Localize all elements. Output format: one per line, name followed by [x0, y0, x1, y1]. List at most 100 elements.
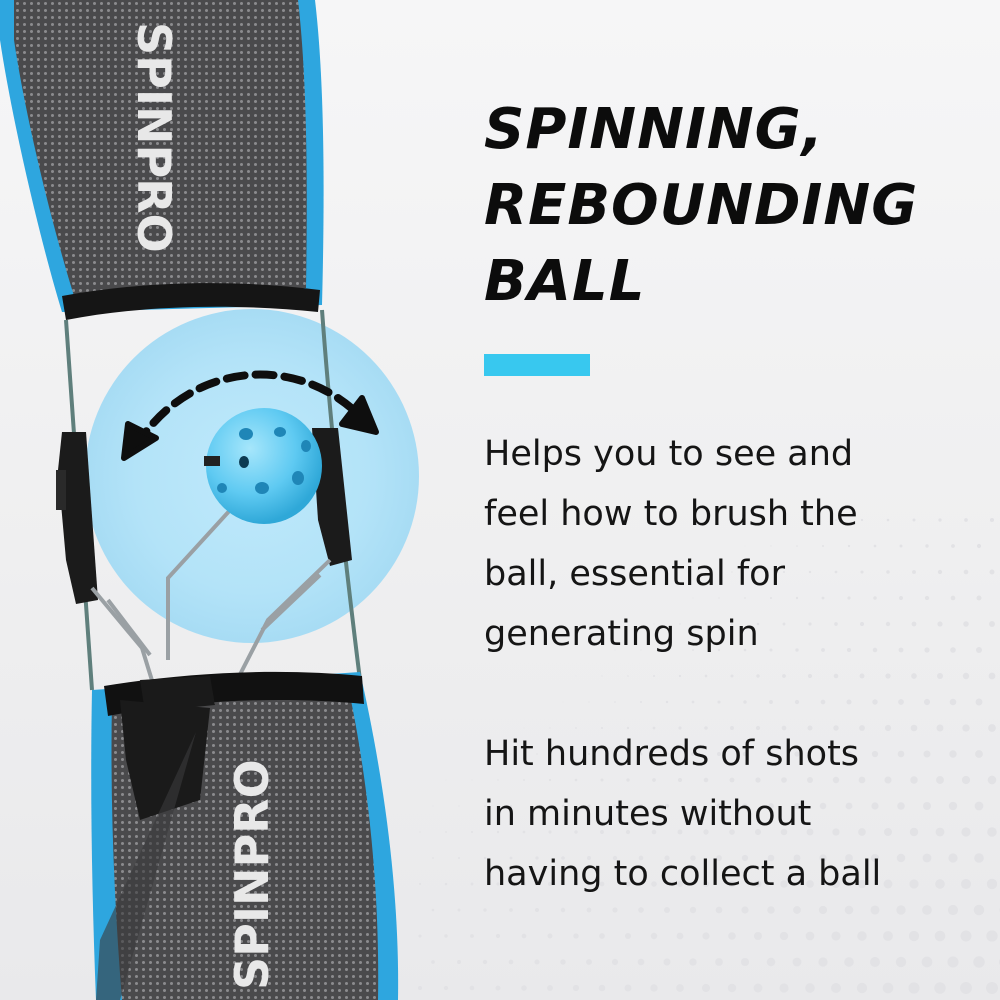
halftone-dot: [805, 983, 815, 993]
halftone-dot: [718, 597, 720, 599]
halftone-dot: [845, 802, 853, 810]
brand-logo-bottom: SPINPRO: [225, 759, 279, 990]
halftone-dot: [587, 804, 591, 808]
halftone-dot: [938, 518, 942, 522]
halftone-dot: [521, 985, 527, 991]
halftone-dot: [922, 853, 932, 863]
halftone-dot: [652, 778, 656, 782]
halftone-dot: [664, 855, 670, 861]
halftone-dot: [741, 854, 749, 862]
headline-line: SPINNING,: [484, 97, 824, 162]
halftone-dot: [650, 984, 658, 992]
halftone-dot: [793, 906, 801, 914]
halftone-dot: [925, 544, 929, 548]
halftone-dot: [715, 906, 723, 914]
halftone-dot: [703, 829, 709, 835]
halftone-dot: [637, 958, 645, 966]
halftone-dot: [418, 934, 422, 938]
halftone-dot: [573, 881, 579, 887]
halftone-dot: [638, 855, 644, 861]
halftone-dot: [949, 698, 957, 706]
description-line: feel how to brush the: [484, 494, 858, 534]
halftone-dot: [600, 778, 604, 782]
halftone-dot: [754, 932, 762, 940]
halftone-dot: [975, 698, 983, 706]
halftone-dot: [523, 779, 525, 781]
halftone-dot: [898, 647, 904, 653]
halftone-dot: [444, 934, 448, 938]
halftone-dot: [666, 649, 668, 651]
halftone-dot: [650, 932, 658, 940]
halftone-dot: [676, 932, 684, 940]
halftone-dot: [834, 622, 838, 626]
halftone-dot: [860, 518, 864, 522]
halftone-dot: [884, 776, 892, 784]
halftone-dot: [948, 853, 958, 863]
halftone-dot: [963, 569, 969, 575]
halftone-dot: [858, 776, 866, 784]
halftone-dot: [964, 518, 968, 522]
halftone-dot: [830, 982, 842, 994]
halftone-dot: [896, 905, 906, 915]
halftone-dot: [755, 777, 761, 783]
halftone-dot: [757, 571, 759, 573]
halftone-dot: [469, 985, 475, 991]
halftone-dot: [509, 908, 513, 912]
halftone-dot: [963, 621, 969, 627]
halftone-dot: [794, 751, 800, 757]
halftone-dot: [947, 904, 959, 916]
halftone-dot: [936, 776, 944, 784]
headline-line: BALL: [484, 249, 646, 314]
feature-benefit: Hit hundreds of shots in minutes without…: [484, 724, 881, 904]
halftone-dot: [819, 802, 827, 810]
halftone-dot: [523, 727, 525, 729]
halftone-dot: [973, 956, 985, 968]
halftone-dot: [716, 751, 722, 757]
halftone-dot: [470, 830, 474, 834]
halftone-dot: [755, 725, 761, 731]
halftone-dot: [844, 957, 854, 967]
halftone-dot: [989, 569, 995, 575]
halftone-dot: [728, 880, 736, 888]
halftone-dot: [846, 751, 852, 757]
halftone-dot: [754, 828, 762, 836]
halftone-dot: [574, 778, 578, 782]
halftone-dot: [534, 907, 540, 913]
lower-paddle: [91, 671, 399, 1000]
halftone-dot: [779, 983, 789, 993]
halftone-dot: [934, 930, 946, 942]
halftone-dot: [651, 881, 657, 887]
benefit-line: in minutes without: [484, 794, 812, 834]
halftone-dot: [923, 802, 931, 810]
halftone-dot: [782, 622, 786, 626]
halftone-dot: [470, 934, 474, 938]
halftone-dot: [974, 853, 984, 863]
halftone-dot: [780, 880, 788, 888]
halftone-dot: [819, 854, 827, 862]
halftone-dot: [832, 776, 840, 784]
halftone-dot: [872, 699, 878, 705]
halftone-dot: [909, 827, 919, 837]
halftone-dot: [562, 701, 564, 703]
halftone-dot: [805, 931, 815, 941]
halftone-dot: [767, 854, 775, 862]
halftone-dot: [614, 701, 616, 703]
halftone-dot: [730, 622, 734, 626]
halftone-dot: [974, 801, 984, 811]
halftone-dot: [613, 804, 617, 808]
halftone-dot: [496, 830, 500, 834]
halftone-dot: [960, 982, 972, 994]
halftone-dot: [833, 673, 839, 679]
halftone-dot: [677, 777, 683, 783]
halftone-dot: [780, 828, 788, 836]
halftone-dot: [949, 750, 957, 758]
halftone-dot: [808, 622, 812, 626]
halftone-dot: [988, 672, 996, 680]
halftone-dot: [599, 933, 605, 939]
halftone-dot: [809, 519, 811, 521]
halftone-dot: [820, 751, 826, 757]
feature-description: Helps you to see and feel how to brush t…: [484, 424, 858, 664]
halftone-dot: [753, 983, 763, 993]
halftone-dot: [883, 879, 893, 889]
